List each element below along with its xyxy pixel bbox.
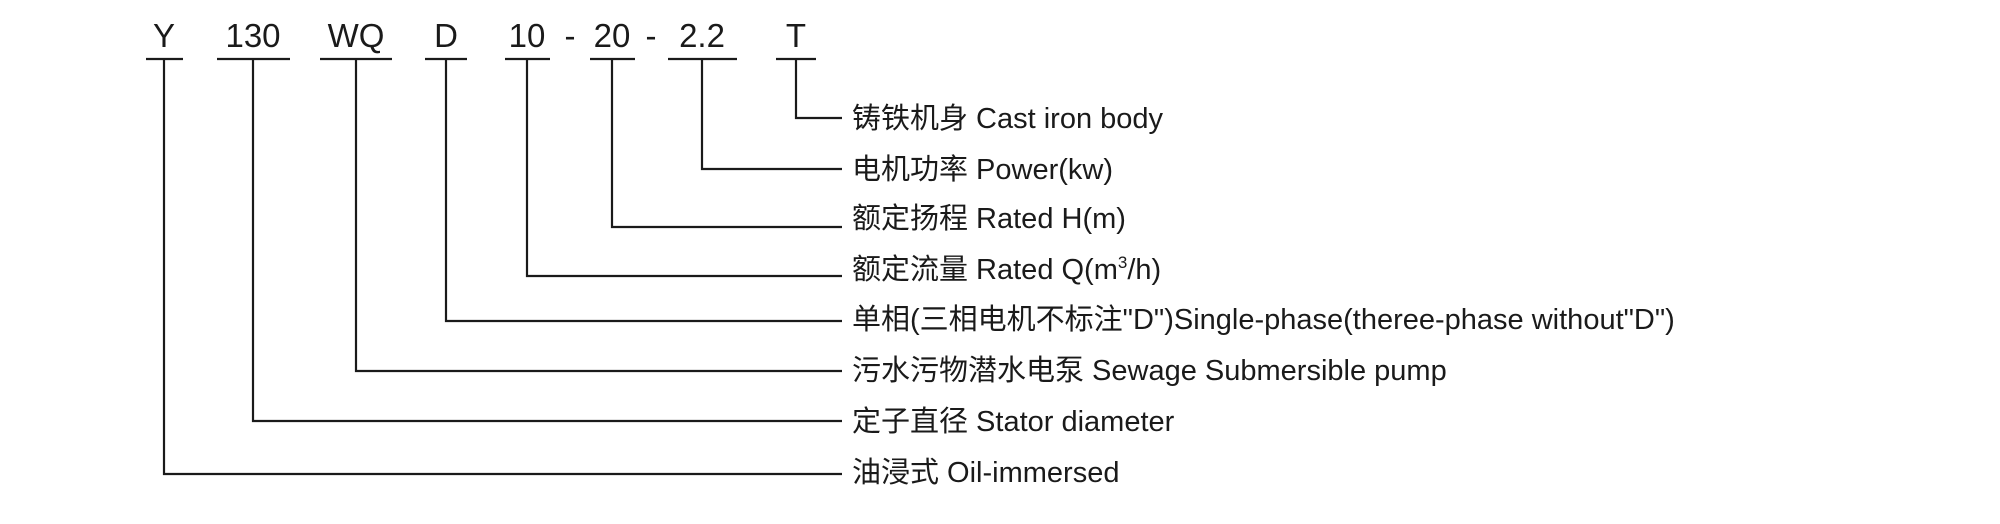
description-sewage-pump: 污水污物潜水电泵 Sewage Submersible pump [852, 354, 1447, 387]
code-2-2: 2.2 [679, 17, 725, 54]
description-oil-immersed: 油浸式 Oil-immersed [852, 456, 1119, 489]
description-single-phase: 单相(三相电机不标注"D")Single-phase(theree-phase … [852, 303, 1675, 336]
description-cast-iron-body: 铸铁机身 Cast iron body [852, 102, 1164, 135]
description-power: 电机功率 Power(kw) [852, 153, 1113, 186]
code-t: T [786, 17, 806, 54]
descriptions: 铸铁机身 Cast iron body 电机功率 Power(kw) 额定扬程 … [852, 102, 1675, 489]
code-130: 130 [225, 17, 280, 54]
leader-y [162, 59, 842, 476]
leader-20 [610, 59, 842, 229]
leader-wq [354, 59, 842, 373]
leader-10 [525, 59, 842, 278]
leader-d [444, 59, 842, 323]
code-y: Y [153, 17, 175, 54]
description-stator-diameter: 定子直径 Stator diameter [852, 405, 1175, 438]
rated-flow-end: /h) [1127, 254, 1161, 286]
leader-t [794, 59, 842, 120]
leader-lines [162, 59, 842, 476]
code-d: D [434, 17, 458, 54]
description-rated-flow: 额定流量 Rated Q(m3/h) [852, 253, 1161, 286]
code-row: Y 130 WQ D 10 - 20 - 2.2 T [153, 17, 806, 54]
rated-flow-superscript: 3 [1118, 253, 1127, 272]
description-rated-head: 额定扬程 Rated H(m) [852, 202, 1126, 235]
code-10: 10 [509, 17, 546, 54]
rated-flow-main: 额定流量 Rated Q(m [852, 253, 1118, 286]
code-wq: WQ [328, 17, 385, 54]
separator-2: - [646, 17, 657, 54]
code-20: 20 [594, 17, 631, 54]
leader-130 [251, 59, 842, 423]
leader-2-2 [700, 59, 842, 171]
separator-1: - [565, 17, 576, 54]
